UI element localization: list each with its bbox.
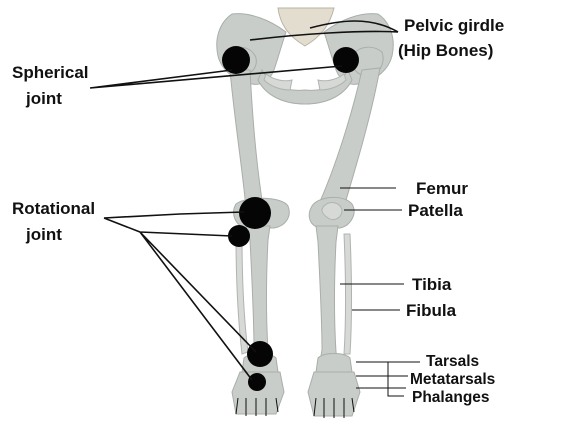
right-tibia (316, 226, 338, 362)
phalanges-label: Phalanges (412, 389, 490, 406)
sacrum (278, 8, 334, 46)
tibia-label: Tibia (412, 275, 452, 294)
rotational-label: Rotational (12, 199, 95, 218)
spherical-joint-leader (90, 66, 342, 88)
patella-label: Patella (408, 201, 463, 220)
right-ankle (316, 354, 352, 373)
right-fibula (344, 234, 352, 354)
metatarsals-label: Metatarsals (410, 371, 495, 388)
rotational-joint-label: joint (25, 225, 62, 244)
femur-label: Femur (416, 179, 468, 198)
knee-joint-marker (239, 197, 271, 229)
spherical-joint-label: joint (25, 89, 62, 108)
left-femur (230, 70, 270, 208)
pelvic-girdle-label: Pelvic girdle (404, 16, 504, 35)
ankle-joint-marker (247, 341, 273, 367)
hip-bones-label: (Hip Bones) (398, 41, 493, 60)
pubic-arch (258, 70, 352, 104)
tarsals-label: Tarsals (426, 353, 479, 370)
left-hip-joint-marker (222, 46, 250, 74)
fibula-label: Fibula (406, 301, 457, 320)
foot-joint-marker (248, 373, 266, 391)
spherical-label: Spherical (12, 63, 89, 82)
left-fibula (236, 236, 248, 354)
right-hip-joint-marker (333, 47, 359, 73)
